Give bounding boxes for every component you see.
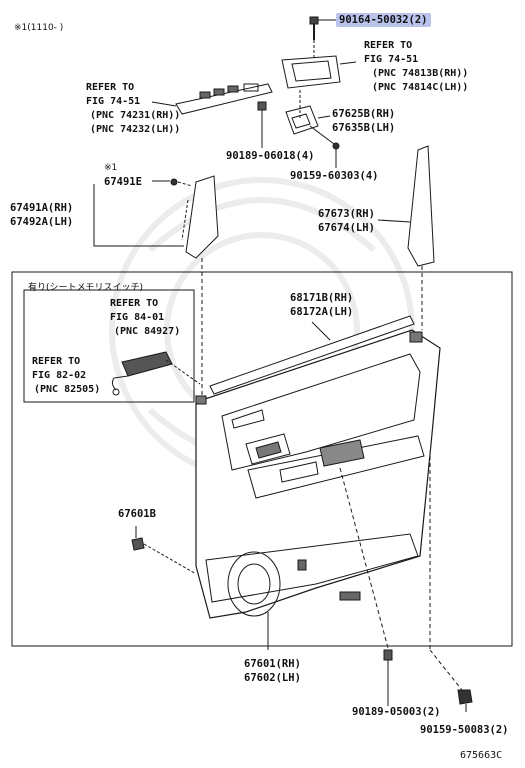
memory-switch-84927 <box>111 351 201 396</box>
clip-90189-06018 <box>257 101 267 148</box>
refer-label-7451-d: (PNC 74814C(LH)) <box>372 82 469 93</box>
refer-label-8202-a: REFER TO <box>32 356 81 367</box>
bracket-67625 <box>285 105 340 168</box>
refer-label-7451l-a: REFER TO <box>86 82 135 93</box>
garnish-67491 <box>93 175 219 404</box>
highlight-90164: 90164-50032(2) <box>336 13 431 27</box>
part-label-67601[interactable]: 67601(RH) <box>244 658 301 670</box>
part-label-67674[interactable]: 67674(LH) <box>318 222 375 234</box>
part-label-68172a[interactable]: 68172A(LH) <box>290 306 354 318</box>
assembly-frame <box>11 271 513 647</box>
refer-label-7451l-b[interactable]: FIG 74-51 <box>86 96 141 107</box>
weatherstrip-68171 <box>209 315 415 395</box>
inset-title: 有り(シートメモリスイッチ) <box>28 283 144 293</box>
part-label-90189-05003[interactable]: 90189-05003(2) <box>352 706 441 718</box>
part-label-90164[interactable]: 90164-50032(2) <box>336 13 431 27</box>
screw-90164 <box>309 16 336 60</box>
garnish-67673 <box>377 145 435 330</box>
part-label-68171b[interactable]: 68171B(RH) <box>290 292 354 304</box>
refer-label-8401-b[interactable]: FIG 84-01 <box>110 312 165 323</box>
part-label-90189-06018[interactable]: 90189-06018(4) <box>226 150 315 162</box>
door-trim-board-67601 <box>195 329 441 619</box>
refer-label-7451l-d: (PNC 74232(LH)) <box>90 124 181 135</box>
part-label-90159-50083[interactable]: 90159-50083(2) <box>420 724 509 736</box>
clip-67601b <box>131 526 197 575</box>
refer-label-7451-b[interactable]: FIG 74-51 <box>364 54 419 65</box>
refer-label-7451-c: (PNC 74813B(RH)) <box>372 68 469 79</box>
part-label-67673[interactable]: 67673(RH) <box>318 208 375 220</box>
refer-label-8401-c: (PNC 84927) <box>114 326 181 337</box>
footer-code: 675663C <box>460 750 503 761</box>
header-note: ※1(1110- ) <box>14 23 64 33</box>
refer-label-8401-a: REFER TO <box>110 298 159 309</box>
part-label-67602[interactable]: 67602(LH) <box>244 672 301 684</box>
note-mark: ※1 <box>104 163 118 173</box>
switch-base-74813 <box>281 55 357 89</box>
part-label-67601b[interactable]: 67601B <box>118 508 156 520</box>
part-label-90159-60303[interactable]: 90159-60303(4) <box>290 170 379 182</box>
refer-label-8202-c: (PNC 82505) <box>34 384 101 395</box>
part-label-67492a[interactable]: 67492A(LH) <box>10 216 74 228</box>
part-label-67625b[interactable]: 67625B(RH) <box>332 108 396 120</box>
part-label-67491a[interactable]: 67491A(RH) <box>10 202 74 214</box>
refer-label-8202-b[interactable]: FIG 82-02 <box>32 370 87 381</box>
armrest-panel-74231 <box>151 83 273 115</box>
refer-label-7451-a: REFER TO <box>364 40 413 51</box>
refer-label-7451l-c: (PNC 74231(RH)) <box>90 110 181 121</box>
part-label-67491e[interactable]: 67491E <box>104 176 142 188</box>
inset-box <box>23 289 195 403</box>
part-label-67635b[interactable]: 67635B(LH) <box>332 122 396 134</box>
